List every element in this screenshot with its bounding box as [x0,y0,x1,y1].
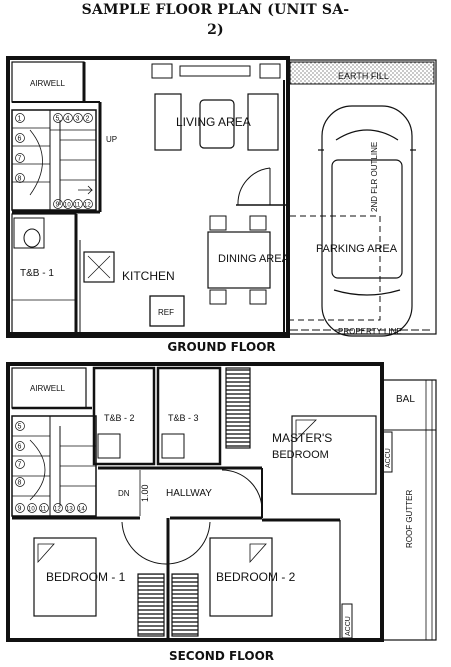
stair-num: 9 [56,202,60,209]
stair-num: 6 [18,136,22,143]
label-hallway: HALLWAY [166,488,212,499]
stair-num: 1 [18,116,22,123]
stair-num: 7 [18,156,22,163]
stair-num: 5 [56,116,60,123]
label-ref: REF [158,308,174,317]
label-dining-area: DINING AREA [218,253,290,265]
bed-2 [209,537,273,617]
label-bedroom-2: BEDROOM - 2 [216,570,296,584]
stair-num: 5 [18,424,22,431]
label-dimension: 1.00 [140,484,150,502]
label-accu-bottom: ACCU [345,616,352,636]
stair-num: 13 [66,507,73,513]
stair-num: 7 [18,462,22,469]
stair-num: 4 [66,116,70,123]
label-tb2: T&B - 2 [104,413,135,423]
label-kitchen: KITCHEN [122,269,175,283]
label-dn: DN [118,489,130,498]
closet-top [225,367,251,449]
sofa-right [247,93,279,151]
stair-num: 11 [40,507,47,513]
dining-table [207,231,271,289]
plan-title-line1: SAMPLE FLOOR PLAN (UNIT SA- [81,2,350,18]
ground-floor-caption: GROUND FLOOR [167,340,276,354]
label-2nd-flr-outline: 2ND FLR OUTLINE [370,142,379,212]
label-tb1: T&B - 1 [20,268,54,279]
label-masters-bedroom: BEDROOM [272,449,329,461]
label-airwell-second: AIRWELL [30,384,66,393]
plan-title-line2: 2) [207,22,224,38]
label-parking-area: PARKING AREA [316,243,398,255]
label-roof-gutter: ROOF GUTTER [405,490,414,548]
label-up: UP [106,135,117,144]
label-bal: BAL [396,394,415,405]
stair-num: 8 [18,480,22,487]
label-accu-top: ACCU [385,448,392,468]
stair-numbers-second: 5 6 7 8 9 10 11 12 13 14 [15,421,87,513]
second-floor-outline [290,215,381,321]
stair-num: 14 [78,507,85,513]
bed-1 [33,537,97,617]
coffee-table [199,99,235,149]
label-earth-fill: EARTH FILL [338,71,389,81]
car-outline [318,105,416,337]
stove [83,251,115,283]
ground-floor-plan [6,56,437,338]
closet-bed1 [137,573,165,637]
stair-num: 12 [54,507,61,513]
second-floor-plan [6,362,437,642]
stair-numbers-ground: 5 4 3 2 1 6 7 8 9 10 11 12 [15,113,93,209]
stair-num: 11 [74,203,81,209]
master-bed [291,415,377,495]
stair-num: 12 [84,203,91,209]
label-property-line: PROPERTY LINE [338,327,402,336]
label-living-area: LIVING AREA [176,115,251,129]
stair-num: 10 [64,203,71,209]
ref-box [149,295,185,327]
stair-num: 9 [18,506,22,513]
label-masters: MASTER'S [272,431,332,445]
stair-num: 10 [28,507,35,513]
second-floor-caption: SECOND FLOOR [168,649,275,663]
earth-fill-hatch [289,61,435,85]
sofa-left [154,93,182,151]
label-tb3: T&B - 3 [168,413,199,423]
stair-num: 6 [18,444,22,451]
tb3-room [156,366,222,466]
stair-num: 2 [86,116,90,123]
stair-num: 8 [18,176,22,183]
closet-bed2 [171,573,199,637]
label-airwell-ground: AIRWELL [30,79,66,88]
stair-num: 3 [76,116,80,123]
label-bedroom-1: BEDROOM - 1 [46,570,126,584]
